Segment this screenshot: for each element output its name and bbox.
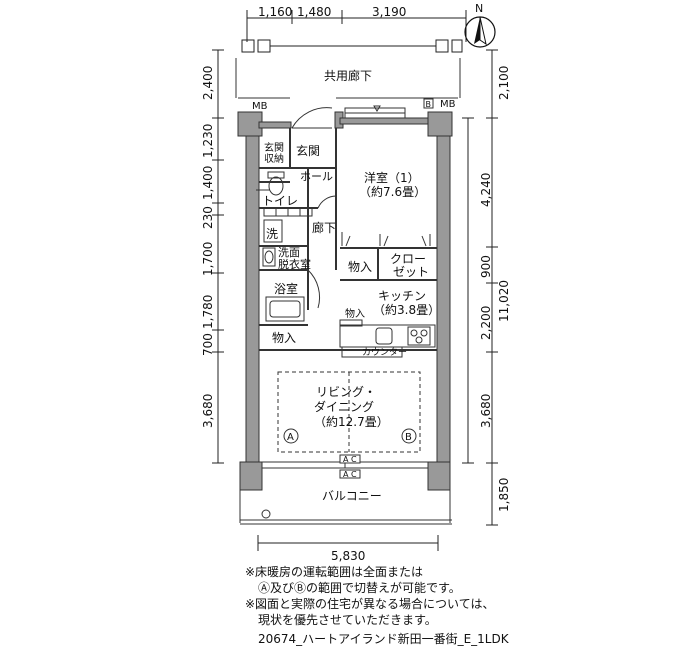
dim-left-2: 1,230 (201, 124, 215, 158)
dim-right-6: 1,850 (497, 478, 511, 512)
dim-right-5: 3,680 (479, 394, 493, 428)
exterior-walls (237, 111, 453, 491)
living-label-1: リビング・ (316, 385, 376, 399)
western-room-label-1: 洋室（1） (364, 170, 420, 185)
bathtub-fixture-icon (265, 296, 305, 322)
bath-label: 浴室 (274, 281, 298, 296)
storage-2-label: 物入 (272, 331, 296, 345)
top-sash (241, 39, 463, 53)
mark-a-circle (283, 428, 299, 444)
kitchen-label-2: （約3.8畳） (373, 302, 440, 317)
toilet-fixture-icon (267, 171, 285, 196)
dim-top-2: 1,480 (297, 5, 331, 19)
dim-right-total: 11,020 (497, 280, 511, 322)
mark-b-label: B (405, 432, 412, 443)
kitchen-storage-box (339, 319, 363, 327)
ac-box-2 (339, 469, 361, 479)
washer-space (263, 219, 283, 243)
mark-b-circle (401, 428, 417, 444)
dim-left-7: 700 (201, 333, 215, 356)
sink-fixture-icon (262, 247, 276, 267)
genkan-storage-label-1: 玄関 (264, 141, 284, 154)
kitchen-counter (339, 324, 436, 358)
living-label-2: ダイニング (314, 399, 374, 414)
dim-right-3: 900 (479, 255, 493, 278)
hall-label: ホール (300, 170, 333, 183)
north-arrow-icon (464, 16, 496, 48)
wash-label: 洗 (266, 227, 278, 241)
dim-right-2: 4,240 (479, 173, 493, 207)
dim-bottom: 5,830 (331, 549, 365, 563)
left-dimension-labels: 2,400 1,230 1,400 230 1,700 1,780 700 3,… (201, 66, 215, 428)
dim-left-3: 1,400 (201, 166, 215, 200)
right-dimension (462, 49, 498, 526)
common-corridor-lines (235, 58, 461, 99)
interior-door-swings (256, 189, 431, 309)
western-window (344, 107, 406, 119)
ac-box-1 (339, 454, 361, 464)
dim-left-6: 1,780 (201, 295, 215, 329)
closet-label-1: クロー (390, 252, 426, 266)
balcony-label: バルコニー (322, 489, 382, 503)
dim-right-4: 2,200 (479, 306, 493, 340)
entrance-door (291, 107, 333, 129)
right-dimension-labels: 2,100 4,240 900 2,200 3,680 1,850 11,020 (479, 66, 511, 512)
kitchen-label-1: キッチン (378, 289, 426, 303)
dim-right-1: 2,100 (497, 66, 511, 100)
dim-top-3: 3,190 (372, 5, 406, 19)
ac-label-1: A C (343, 455, 357, 464)
note-line-1: ※床暖房の運転範囲は全面または (245, 565, 424, 579)
balcony-outline (239, 490, 452, 525)
plan-footer-label: 20674_ハートアイランド新田一番街_E_1LDK (258, 632, 509, 646)
kitchen-storage-label: 物入 (345, 307, 365, 320)
closet-label-2: ゼット (393, 265, 429, 279)
note-line-3: ※図面と実際の住宅が異なる場合については、 (245, 597, 495, 611)
note-line-4: 現状を優先させていただきます。 (258, 613, 437, 627)
vent-marker-icon (373, 105, 381, 112)
dim-left-1: 2,400 (201, 66, 215, 100)
common-corridor-label: 共用廊下 (324, 68, 372, 83)
ac-label-2: A C (343, 470, 357, 479)
note-line-2: Ⓐ及びⒷの範囲で切替えが可能です。 (258, 581, 461, 595)
north-label: N (475, 2, 483, 15)
storage-1-label: 物入 (348, 260, 372, 274)
counter-label: カウンター (362, 347, 407, 358)
mb-right-label: MB (440, 99, 456, 110)
b-box (423, 98, 434, 109)
mb-left-label: MB (252, 101, 268, 112)
dim-left-8: 3,680 (201, 394, 215, 428)
shelf-grid (263, 207, 313, 217)
washroom-label-1: 洗面 (278, 246, 300, 259)
hallway-label: 廊下 (312, 220, 336, 235)
western-room-label-2: （約7.6畳） (359, 184, 426, 199)
b-label: B (426, 100, 432, 109)
bottom-dimension (257, 535, 439, 551)
dim-left-5: 1,700 (201, 242, 215, 276)
toilet-label: トイレ (262, 194, 298, 208)
washroom-label-2: 脱衣室 (278, 257, 311, 271)
left-dimension (212, 49, 224, 464)
mark-a-label: A (287, 432, 294, 443)
dim-left-4: 230 (201, 206, 215, 229)
living-label-3: （約12.7畳） (314, 414, 389, 429)
genkan-storage-label-2: 収納 (264, 152, 284, 165)
genkan-label: 玄関 (296, 143, 320, 158)
dim-top-1: 1,160 (258, 5, 292, 19)
